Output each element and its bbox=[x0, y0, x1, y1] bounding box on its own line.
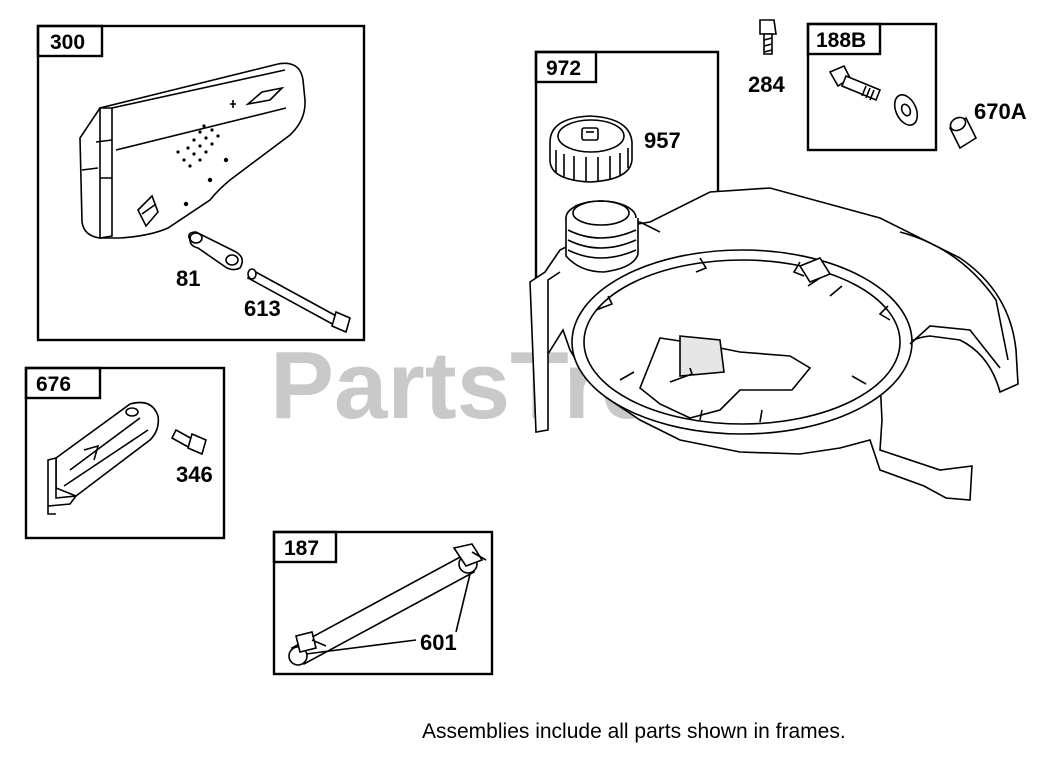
frame-300[interactable]: 300 81 bbox=[36, 24, 366, 342]
frame-676-tag bbox=[24, 366, 102, 400]
fuel-line-illustration bbox=[288, 543, 487, 666]
frame-676-border bbox=[24, 366, 226, 540]
frame-187-label: 187 bbox=[284, 537, 319, 560]
frame-972[interactable]: 972 957 bbox=[534, 50, 720, 290]
frame-300-label: 300 bbox=[50, 31, 85, 54]
muffler-vent-holes bbox=[176, 124, 229, 207]
frame-676-label: 676 bbox=[36, 373, 71, 396]
part-613-illustration bbox=[246, 268, 351, 334]
frame-187[interactable]: 187 601 bbox=[272, 530, 494, 676]
frame-972-label: 972 bbox=[546, 57, 581, 80]
part-81-illustration bbox=[188, 231, 244, 271]
blower-housing-illustration bbox=[529, 187, 1019, 501]
part-670A-label: 670A bbox=[974, 99, 1027, 124]
muffler-illustration bbox=[79, 62, 306, 239]
frame-188B[interactable]: 188B bbox=[806, 22, 938, 152]
muffler-guard-illustration bbox=[47, 401, 160, 515]
frame-972-border bbox=[534, 50, 720, 290]
part-284-illustration bbox=[759, 19, 777, 55]
part-601-leader-lines bbox=[305, 573, 471, 655]
part-957-label: 957 bbox=[644, 128, 681, 153]
frame-187-border bbox=[272, 530, 494, 676]
footnote-text: Assemblies include all parts shown in fr… bbox=[422, 720, 846, 743]
part-601-label: 601 bbox=[420, 630, 457, 655]
frame-676[interactable]: 676 346 bbox=[24, 366, 226, 540]
part-346-label: 346 bbox=[176, 462, 213, 487]
frame-188B-label: 188B bbox=[816, 29, 866, 52]
part-613-label: 613 bbox=[244, 296, 281, 321]
frame-972-tag bbox=[534, 50, 598, 84]
part-81-label: 81 bbox=[176, 266, 200, 291]
frame-188B-tag bbox=[806, 22, 882, 56]
part-284-label: 284 bbox=[748, 72, 785, 97]
part-670A-illustration bbox=[948, 116, 978, 150]
fuel-cap-illustration bbox=[549, 115, 633, 183]
part-346-illustration bbox=[170, 428, 207, 456]
frame-300-border bbox=[36, 24, 366, 342]
part-188B-washer-illustration bbox=[893, 94, 919, 126]
part-188B-bolt-illustration bbox=[828, 64, 882, 102]
frame-300-tag bbox=[36, 24, 104, 58]
frame-187-tag bbox=[272, 530, 338, 564]
